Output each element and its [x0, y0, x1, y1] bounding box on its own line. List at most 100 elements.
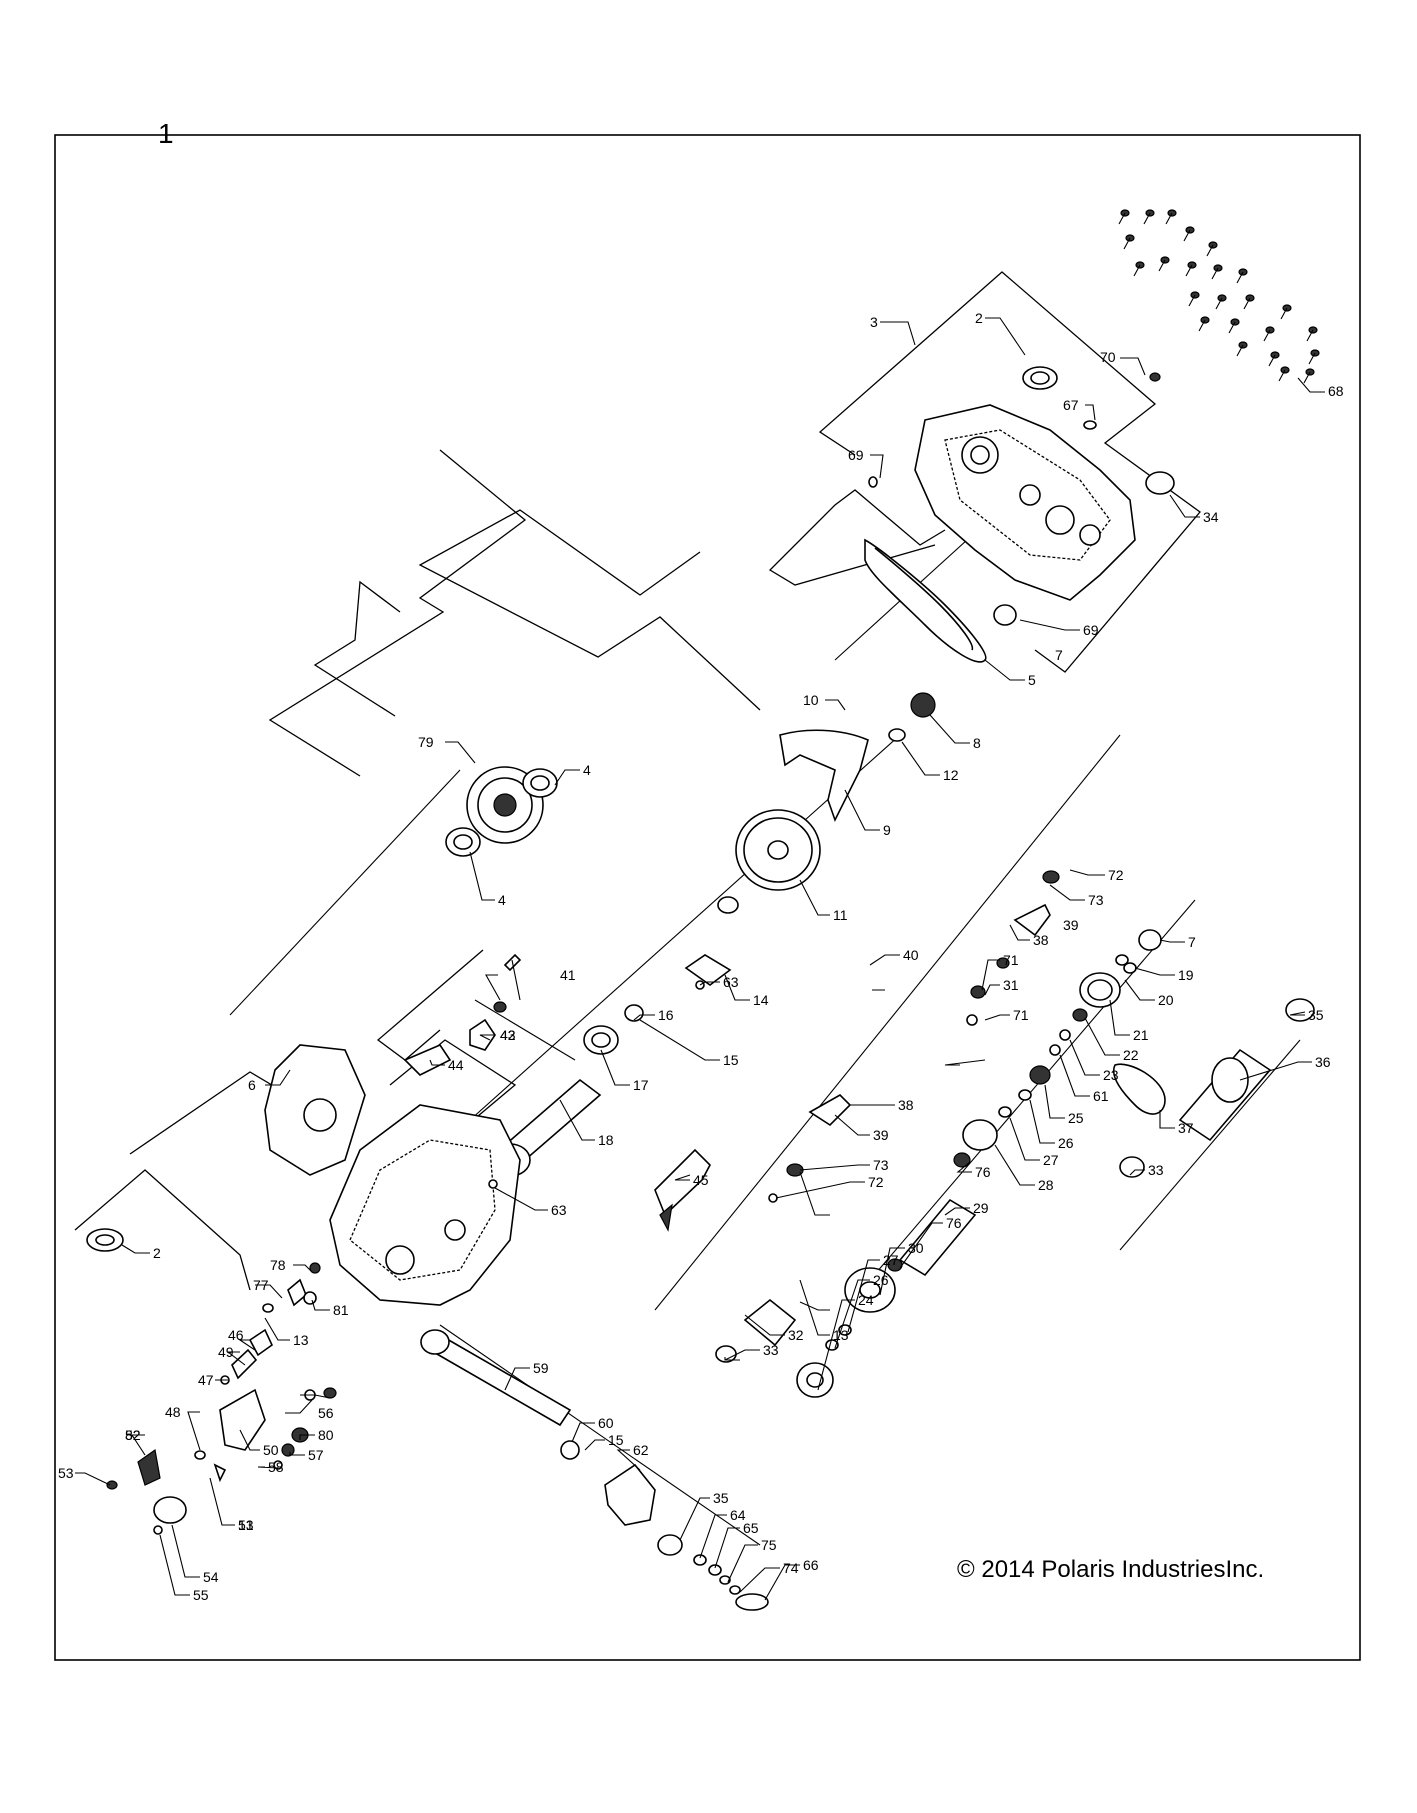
callout-62: 62: [633, 1442, 649, 1458]
callout-2-top: 2: [975, 310, 983, 326]
callout-29: 29: [973, 1200, 989, 1216]
callout-7-top: 7: [1055, 647, 1063, 663]
callout-26-b: 26: [873, 1272, 889, 1288]
callout-20: 20: [1158, 992, 1174, 1008]
main-case: [264, 1044, 521, 1306]
callout-11: 11: [833, 907, 848, 923]
bearing-7-top: [993, 604, 1017, 626]
hub-62: [604, 1463, 656, 1526]
callout-65: 65: [743, 1520, 759, 1536]
callout-39-low: 39: [873, 1127, 889, 1143]
callout-54: 54: [203, 1569, 219, 1585]
callout-26-a: 26: [1058, 1135, 1074, 1151]
callout-38-low: 38: [898, 1097, 914, 1113]
callout-31: 31: [1003, 977, 1019, 993]
callout-30: 30: [908, 1240, 924, 1256]
callout-39-top: 39: [1063, 917, 1079, 933]
callout-76-a: 76: [975, 1164, 991, 1180]
callout-77: 77: [253, 1277, 269, 1293]
callout-64: 64: [730, 1507, 746, 1523]
plate-14: [684, 954, 732, 986]
callout-4-a: 4: [583, 762, 591, 778]
callout-12: 12: [943, 767, 959, 783]
callout-73-top: 73: [1088, 892, 1104, 908]
callout-56: 56: [318, 1405, 334, 1421]
callout-69-top: 69: [848, 447, 864, 463]
callout-71-b: 71: [1013, 1007, 1029, 1023]
callout-55: 55: [193, 1587, 209, 1603]
callout-59: 59: [533, 1360, 549, 1376]
seal-2-top-inner: [1030, 371, 1050, 385]
callout-52: 52: [125, 1427, 141, 1443]
shift-drum-45: [654, 1148, 711, 1217]
callout-82: 82: [125, 1427, 141, 1443]
ring-16: [624, 1004, 644, 1022]
callout-36: 36: [1315, 1054, 1331, 1070]
callout-48: 48: [165, 1404, 181, 1420]
bearing-35-low: [657, 1534, 683, 1556]
rear-output-group: [1113, 998, 1315, 1178]
callout-58: 58: [268, 1459, 284, 1475]
shaft-59: [428, 1333, 572, 1427]
callout-71-a: 71: [1003, 952, 1019, 968]
bolt-set: [1118, 209, 1320, 384]
callout-15-top: 15: [723, 1052, 739, 1068]
callout-34: 34: [1203, 509, 1219, 525]
callout-53: 53: [58, 1465, 74, 1481]
shift-shaft-group: [768, 870, 1060, 1203]
gear-79-assembly: [445, 766, 558, 857]
shift-fork-9: [779, 729, 869, 823]
drawing-frame: [54, 134, 1361, 1661]
callout-73-low: 73: [873, 1157, 889, 1173]
callout-49: 49: [218, 1344, 234, 1360]
callout-72-top: 72: [1108, 867, 1124, 883]
callout-80: 80: [318, 1427, 334, 1443]
callout-10: 10: [803, 692, 819, 708]
callout-27-a: 27: [1043, 1152, 1059, 1168]
callout-50: 50: [263, 1442, 279, 1458]
callout-60: 60: [598, 1415, 614, 1431]
copyright-notice: © 2014 Polaris IndustriesInc.: [957, 1556, 1264, 1583]
callout-5: 5: [1028, 672, 1036, 688]
callout-32: 32: [788, 1327, 804, 1343]
callout-44: 44: [448, 1057, 464, 1073]
callout-69-mid: 69: [1083, 622, 1099, 638]
callout-33-low: 33: [763, 1342, 779, 1358]
upper-left-small-parts: [403, 953, 705, 1189]
callout-63-top: 63: [723, 974, 739, 990]
callout-43: 43: [500, 1027, 516, 1043]
ring-60: [560, 1440, 580, 1460]
pin-67: [1083, 420, 1097, 430]
callout-37: 37: [1178, 1120, 1194, 1136]
callout-17: 17: [633, 1077, 649, 1093]
callout-47: 47: [198, 1372, 214, 1388]
callout-24: 24: [858, 1292, 874, 1308]
callout-46: 46: [228, 1327, 244, 1343]
callout-66: 66: [803, 1557, 819, 1573]
callout-2-left: 2: [153, 1245, 161, 1261]
callout-22: 22: [1123, 1047, 1139, 1063]
bearing-34: [1145, 471, 1175, 495]
callout-67: 67: [1063, 397, 1079, 413]
callout-72-low: 72: [868, 1174, 884, 1190]
callout-51: 51: [238, 1517, 254, 1533]
callout-23: 23: [1103, 1067, 1119, 1083]
callout-61: 61: [1093, 1088, 1109, 1104]
gear-8: [910, 692, 936, 718]
output-gear-train: [715, 929, 1162, 1398]
callout-35-low: 35: [713, 1490, 729, 1506]
callout-42: 42: [500, 1027, 516, 1043]
pin-69-top: [868, 476, 878, 488]
callout-9: 9: [883, 822, 891, 838]
callout-leaders: [75, 317, 1325, 1601]
callout-labels: 3 2 70 68 67 69 34 69 7 5 10 8 12 79 4 4…: [58, 310, 1344, 1603]
callout-35-top: 35: [1308, 1007, 1324, 1023]
callout-13-low: 13: [238, 1517, 254, 1533]
callout-8: 8: [973, 735, 981, 751]
callout-57: 57: [308, 1447, 324, 1463]
callout-33-right: 33: [1148, 1162, 1164, 1178]
callout-68: 68: [1328, 383, 1344, 399]
callout-75: 75: [761, 1537, 777, 1553]
callout-79: 79: [418, 734, 434, 750]
